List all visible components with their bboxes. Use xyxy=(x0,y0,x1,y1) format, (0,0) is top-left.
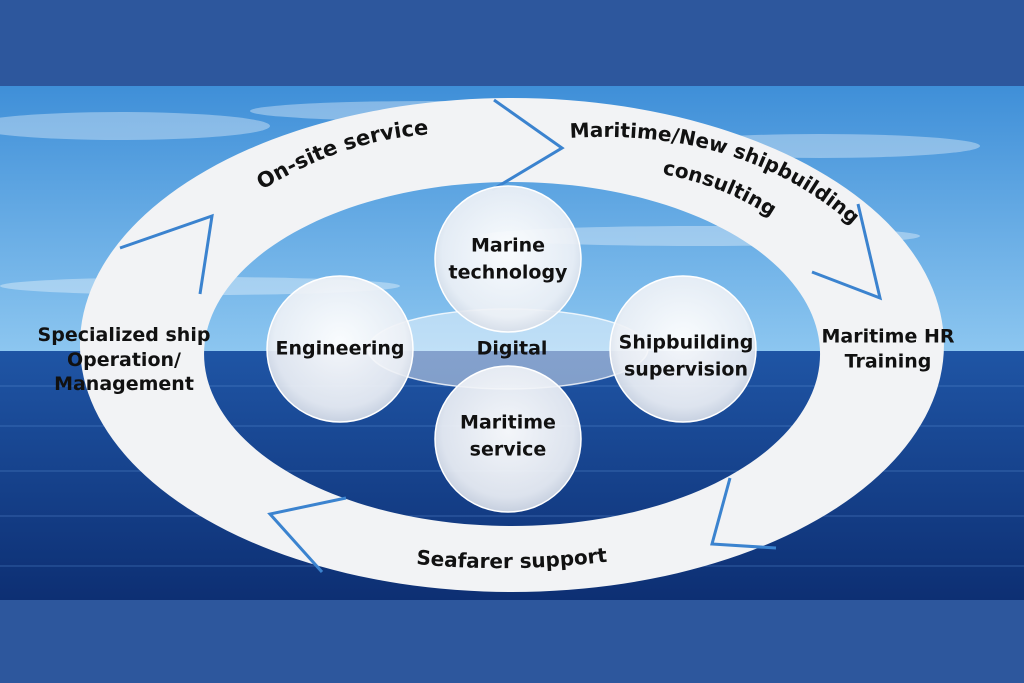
circle-label-marine-technology: Marine technology xyxy=(448,234,568,283)
circle-label-engineering: Engineering xyxy=(275,337,405,360)
circle-label-shipbuilding-supervision: Shipbuilding supervision xyxy=(618,331,754,380)
arrow-separator-left xyxy=(119,213,214,295)
circle-marine-technology xyxy=(434,185,582,333)
cycle-diagram: On-site service Maritime/New shipbuildin… xyxy=(0,86,1024,600)
circle-label-digital: Digital xyxy=(476,337,548,360)
arrow-separator-bottom-left xyxy=(267,496,347,574)
circle-maritime-service xyxy=(434,365,582,513)
ring-label-specialized-ship: Specialized ship Operation/ Management xyxy=(37,323,211,396)
circle-engineering xyxy=(266,275,414,423)
cycle-ring xyxy=(79,98,944,592)
arrow-separator-bottom xyxy=(710,477,777,550)
arrow-separator-top xyxy=(491,98,565,192)
circle-label-maritime-service: Maritime service xyxy=(460,411,556,460)
ocean-background: On-site service Maritime/New shipbuildin… xyxy=(0,86,1024,600)
arrow-separator-right xyxy=(811,203,883,301)
ring-label-maritime-hr-training: Maritime HR Training xyxy=(821,325,955,372)
circle-shipbuilding-supervision xyxy=(609,275,757,423)
